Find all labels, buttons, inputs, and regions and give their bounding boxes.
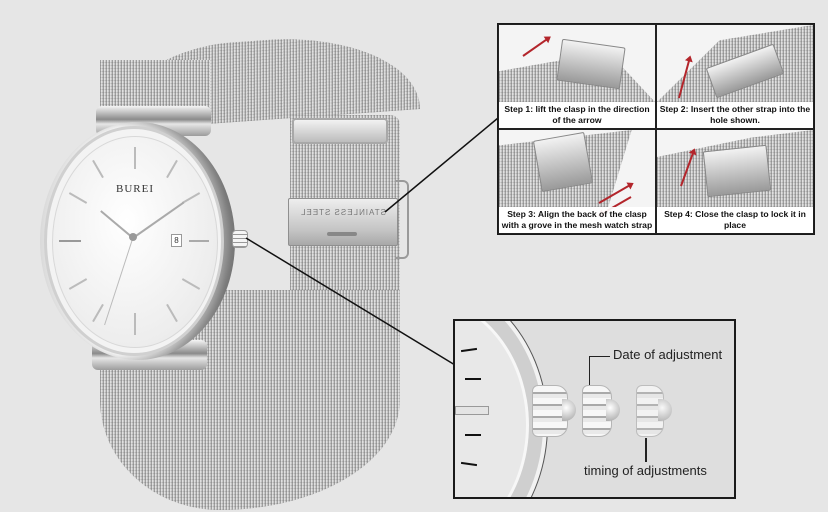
- strap-keeper: [292, 118, 388, 144]
- strap-installation-steps: Step 1: lift the clasp in the direction …: [497, 23, 815, 235]
- crown-detail-panel: Date of adjustment timing of adjustments: [453, 319, 736, 499]
- step-4-caption: Step 4: Close the clasp to lock it in pl…: [657, 207, 813, 233]
- date-adjustment-label: Date of adjustment: [613, 347, 723, 362]
- marker-9: [59, 240, 81, 242]
- brand-logo: BUREI: [116, 183, 154, 195]
- step-1-arrow: [522, 37, 549, 57]
- step-3-clasp: [532, 131, 594, 193]
- crown-position-time: [636, 385, 672, 437]
- crown-position-pushed: [532, 385, 576, 437]
- detail-marker-3: [455, 406, 489, 415]
- date-leader-line: [589, 356, 610, 385]
- time-adjustment-label: timing of adjustments: [584, 463, 707, 478]
- watch-dial: BUREI 8: [52, 136, 218, 348]
- step-3: Step 3: Align the back of the clasp with…: [498, 129, 656, 234]
- marker-12: [134, 147, 136, 169]
- step-4-clasp: [702, 144, 772, 198]
- marker-6: [134, 313, 136, 335]
- marker-3: [189, 240, 209, 242]
- detail-marker-2: [465, 378, 481, 380]
- step-2-caption: Step 2: Insert the other strap into the …: [657, 102, 813, 128]
- crown-position-date: [582, 385, 620, 437]
- detail-marker-4: [465, 434, 481, 436]
- time-leader-line: [645, 438, 647, 462]
- step-4: Step 4: Close the clasp to lock it in pl…: [656, 129, 814, 234]
- clasp: STAINLESS STEEL: [288, 198, 398, 246]
- step-1-clasp: [556, 38, 626, 90]
- date-window: 8: [171, 234, 182, 247]
- step-2: Step 2: Insert the other strap into the …: [656, 24, 814, 129]
- step-3-caption: Step 3: Align the back of the clasp with…: [499, 207, 655, 233]
- step-1: Step 1: lift the clasp in the direction …: [498, 24, 656, 129]
- clasp-slot: [327, 232, 357, 236]
- clasp-hinge: [395, 180, 409, 259]
- center-pin: [129, 233, 137, 241]
- step-1-caption: Step 1: lift the clasp in the direction …: [499, 102, 655, 128]
